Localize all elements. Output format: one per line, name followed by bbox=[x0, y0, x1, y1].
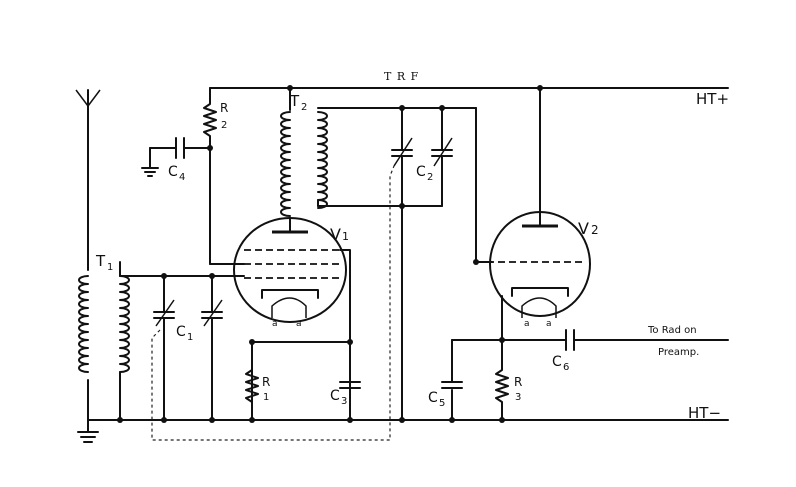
t1-sub: 1 bbox=[107, 262, 113, 273]
c3-sub: 3 bbox=[341, 396, 347, 407]
c1-sub: 1 bbox=[187, 332, 193, 343]
v2-wiring bbox=[451, 107, 567, 421]
c4-label: C bbox=[168, 164, 178, 180]
c6-label: C bbox=[552, 354, 562, 370]
v1-heater-label-right: a bbox=[296, 319, 302, 329]
c3-label: C bbox=[330, 388, 340, 404]
schematic-title: T R F bbox=[384, 70, 419, 83]
r2-label: R bbox=[220, 101, 228, 115]
t2-label: T bbox=[289, 92, 300, 110]
r3-label: R bbox=[514, 375, 522, 389]
c1-tuning-capacitors bbox=[153, 275, 223, 421]
t1-primary-coil bbox=[78, 275, 89, 373]
v2-sub: 2 bbox=[591, 223, 599, 237]
c5-capacitor bbox=[441, 381, 463, 389]
v1-heater-label-left: a bbox=[272, 319, 278, 329]
c4-sub: 4 bbox=[179, 172, 185, 183]
ganged-tuning-linkage bbox=[151, 165, 395, 441]
c2-tuning-capacitors bbox=[391, 107, 453, 421]
c4-capacitor bbox=[141, 137, 211, 177]
c5-sub: 5 bbox=[439, 398, 445, 409]
r1-sub: 1 bbox=[263, 392, 269, 403]
v1-label: V bbox=[330, 225, 341, 244]
t2-sub: 2 bbox=[301, 102, 307, 113]
c3-capacitor bbox=[339, 381, 361, 389]
r1-label: R bbox=[262, 375, 270, 389]
t2-primary-coil bbox=[280, 111, 291, 217]
output-label-line1: To Rad on bbox=[647, 325, 697, 336]
v2-label: V bbox=[578, 219, 589, 238]
c5-label: C bbox=[428, 390, 438, 406]
v1-sub: 1 bbox=[342, 230, 349, 243]
c2-sub: 2 bbox=[427, 172, 433, 183]
r2-sub: 2 bbox=[221, 120, 227, 131]
ht-minus-label: HT− bbox=[688, 404, 721, 422]
junction-dots bbox=[117, 85, 543, 423]
t2-wiring bbox=[289, 87, 477, 207]
t1-label: T bbox=[95, 252, 106, 270]
v1-tube bbox=[233, 217, 347, 323]
c6-sub: 6 bbox=[563, 362, 569, 373]
r3-sub: 3 bbox=[515, 392, 521, 403]
c2-label: C bbox=[416, 164, 426, 180]
c6-capacitor bbox=[565, 329, 729, 351]
ht-plus-rail bbox=[209, 87, 729, 99]
r1-resistor bbox=[245, 341, 259, 421]
t2-secondary-coil bbox=[317, 111, 328, 209]
v2-tube bbox=[476, 87, 591, 318]
output-label-line2: Preamp. bbox=[658, 347, 699, 358]
r2-resistor bbox=[203, 97, 217, 151]
aerial-symbol bbox=[75, 89, 101, 271]
v2-heater-label-left: a bbox=[524, 319, 530, 329]
r3-resistor bbox=[495, 339, 509, 421]
c1-label: C bbox=[176, 324, 186, 340]
v2-heater-label-right: a bbox=[546, 319, 552, 329]
v1-wiring bbox=[209, 149, 351, 421]
ht-plus-label: HT+ bbox=[696, 90, 729, 108]
t1-secondary-coil bbox=[119, 275, 130, 373]
ground-symbol-main bbox=[77, 379, 99, 443]
t1-wiring bbox=[119, 261, 245, 421]
